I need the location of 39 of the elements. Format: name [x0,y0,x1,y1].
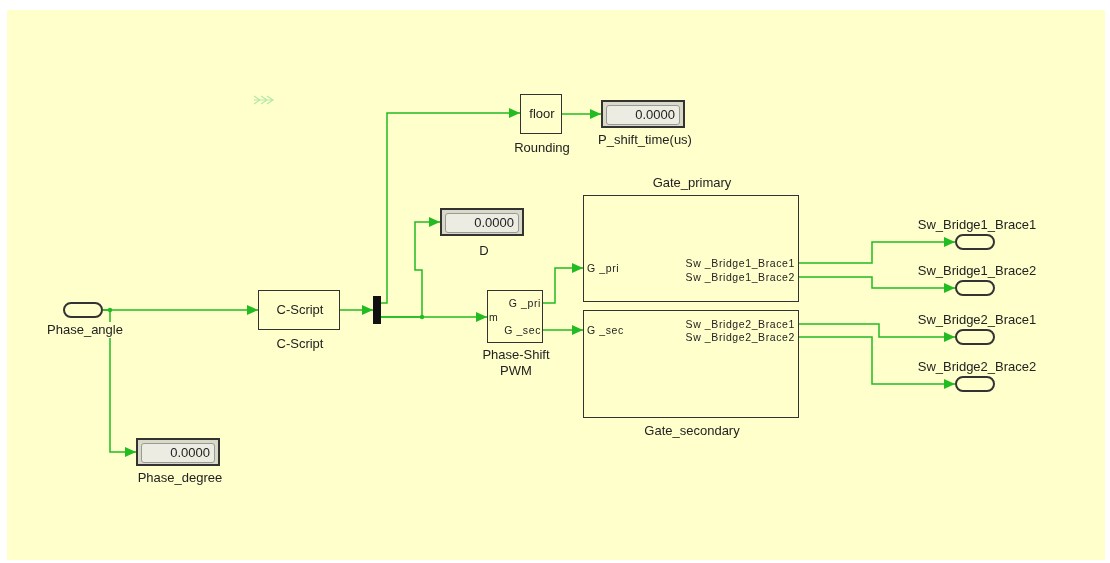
block-label: floor [528,106,556,122]
block-name: Gate_primary [651,175,733,191]
signal-arrow [561,109,602,119]
port-label: Sw _Bridge1_Brace2 [684,271,795,283]
signal-arrow [798,323,956,342]
demux-bar [373,296,381,324]
block-name: Rounding [513,140,571,156]
signal-arrow [798,237,956,264]
signal-arrow [380,312,488,322]
block-name: Phase-Shift PWM [481,347,551,379]
port-label: G _sec [587,324,625,336]
block-name: C-Script [275,336,325,352]
terminal-label: Sw_Bridge1_Brace1 [917,217,1037,233]
terminal-label: Sw_Bridge1_Brace2 [917,263,1037,279]
signal-arrow [542,263,584,304]
block-label: C-Script [275,302,325,318]
display-name: P_shift_time(us) [597,132,693,148]
display-value: 0.0000 [141,443,215,463]
signal-arrow [798,276,956,293]
terminal-label: Phase_angle [47,322,123,338]
block-name: Gate_secondary [643,423,741,439]
port-label: m [489,311,500,323]
port-label: Sw _Bridge2_Brace1 [684,318,795,330]
signal-arrow [798,336,956,389]
signal-arrow [339,305,374,315]
terminal-label: Sw_Bridge2_Brace1 [917,312,1037,328]
display-name: Phase_degree [136,470,224,486]
port-label: Sw _Bridge2_Brace2 [684,331,795,343]
signal-arrow [102,309,137,457]
display-value: 0.0000 [445,213,519,233]
display-value: 0.0000 [606,105,680,125]
port-label: G _pri [507,297,541,309]
port-label: G _sec [503,324,541,336]
port-label: Sw _Bridge1_Brace1 [684,257,795,269]
signal-arrow [542,325,584,335]
display-name: D [478,243,490,259]
signal-arrow [380,108,521,304]
port-label: G _pri [587,262,621,274]
terminal-label: Sw_Bridge2_Brace2 [917,359,1037,375]
